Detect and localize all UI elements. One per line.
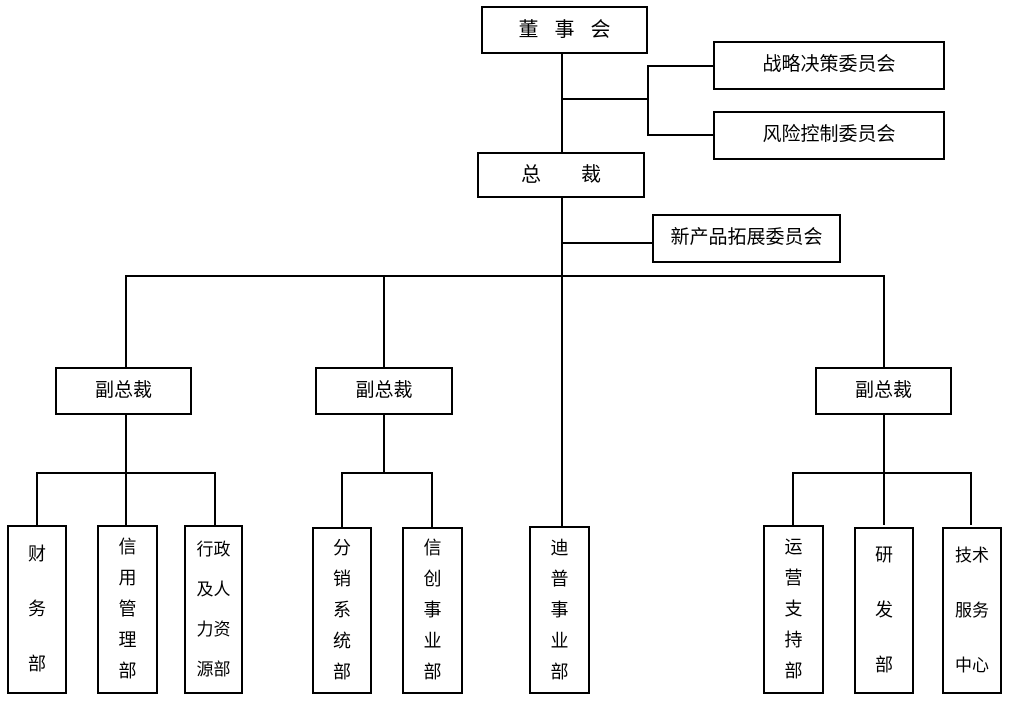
connector-right-group-bar <box>792 472 972 474</box>
org-node-president-label: 总裁 <box>521 164 641 186</box>
org-node-dipu-business-dept: 迪 普 事 业 部 <box>529 526 590 694</box>
connector-distribution-bar <box>125 275 885 277</box>
org-node-vp-right-label: 副总裁 <box>854 379 912 401</box>
connector-drop-vp-middle <box>383 275 385 367</box>
org-node-tech-service-center-label: 技术 服务 中心 <box>955 546 989 675</box>
org-node-tech-service-center: 技术 服务 中心 <box>942 527 1002 694</box>
org-node-vp-left: 副总裁 <box>55 367 192 415</box>
connector-committees-bracket <box>647 65 649 136</box>
connector-president-dipu <box>561 198 563 526</box>
org-node-vp-middle: 副总裁 <box>315 367 453 415</box>
connector-vp-right-stem <box>883 415 885 473</box>
connector-branch-committees <box>561 98 649 100</box>
org-node-strategy-committee: 战略决策委员会 <box>713 41 945 90</box>
connector-stub-risk-committee <box>647 134 713 136</box>
connector-drop-distribution-system <box>341 472 343 527</box>
org-node-rnd-dept: 研 发 部 <box>854 527 914 694</box>
org-node-vp-left-label: 副总裁 <box>94 379 152 401</box>
connector-board-president <box>561 54 563 152</box>
connector-drop-vp-right <box>883 275 885 367</box>
org-node-finance-dept: 财 务 部 <box>7 525 67 694</box>
org-node-credit-management-dept: 信 用 管 理 部 <box>97 525 158 694</box>
org-node-admin-hr-dept: 行政 及人 力资 源部 <box>184 525 243 694</box>
org-node-finance-dept-label: 财 务 部 <box>28 544 46 674</box>
connector-vp-left-stem <box>125 415 127 473</box>
org-node-new-product-committee-label: 新产品拓展委员会 <box>670 227 823 249</box>
org-node-distribution-system-dept: 分 销 系 统 部 <box>312 527 372 694</box>
connector-drop-rnd <box>883 472 885 525</box>
org-node-distribution-system-dept-label: 分 销 系 统 部 <box>333 538 351 682</box>
org-node-vp-middle-label: 副总裁 <box>355 379 413 401</box>
connector-middle-group-bar <box>341 472 433 474</box>
org-node-credit-management-dept-label: 信 用 管 理 部 <box>118 537 137 681</box>
org-node-risk-committee: 风险控制委员会 <box>713 111 945 160</box>
connector-drop-xinchuang <box>431 472 433 527</box>
org-node-dipu-business-dept-label: 迪 普 事 业 部 <box>550 537 569 682</box>
connector-stub-strategy-committee <box>647 65 713 67</box>
org-node-board-label: 董事会 <box>518 19 627 41</box>
connector-drop-finance <box>36 472 38 525</box>
connector-drop-tech-service <box>970 472 972 525</box>
org-node-president: 总裁 <box>477 152 645 198</box>
org-node-vp-right: 副总裁 <box>815 367 952 415</box>
connector-drop-admin-hr <box>214 472 216 525</box>
org-node-board: 董事会 <box>481 6 648 54</box>
org-node-xinchuang-business-dept: 信 创 事 业 部 <box>402 527 463 694</box>
connector-drop-credit <box>125 472 127 525</box>
org-node-rnd-dept-label: 研 发 部 <box>875 545 893 675</box>
org-node-strategy-committee-label: 战略决策委员会 <box>762 54 896 76</box>
org-node-admin-hr-dept-label: 行政 及人 力资 源部 <box>196 539 231 679</box>
org-node-risk-committee-label: 风险控制委员会 <box>762 124 896 146</box>
connector-vp-middle-stem <box>383 415 385 473</box>
org-node-operations-support-dept-label: 运 营 支 持 部 <box>784 537 803 681</box>
org-node-xinchuang-business-dept-label: 信 创 事 业 部 <box>423 538 442 682</box>
org-node-operations-support-dept: 运 营 支 持 部 <box>763 525 824 694</box>
connector-drop-vp-left <box>125 275 127 367</box>
connector-stub-new-product-committee <box>561 242 652 244</box>
connector-drop-operations-support <box>792 472 794 525</box>
org-node-new-product-committee: 新产品拓展委员会 <box>652 214 841 263</box>
